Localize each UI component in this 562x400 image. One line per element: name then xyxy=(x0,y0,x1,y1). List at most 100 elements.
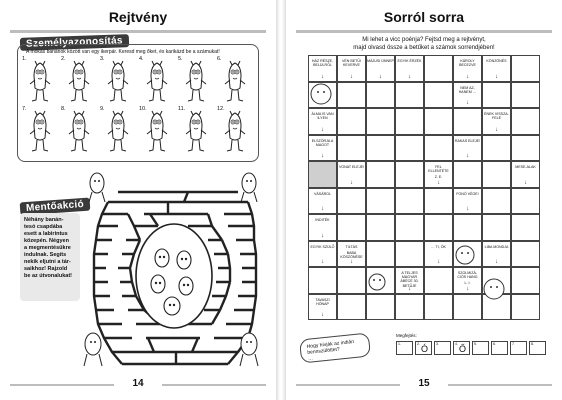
solution-box[interactable]: 8. xyxy=(529,341,546,355)
answer-cell[interactable] xyxy=(337,108,366,135)
answer-cell[interactable] xyxy=(308,161,337,188)
answer-cell[interactable] xyxy=(511,240,540,267)
clue-text: KÖNZÖNÉS xyxy=(486,59,507,63)
solution-box[interactable]: 1. xyxy=(396,341,413,355)
clue-cell: ÁLMA IS VAN ILYEN↓ xyxy=(308,108,337,135)
banana-figure[interactable]: 5. xyxy=(178,56,208,102)
banana-figure[interactable]: 6. xyxy=(217,56,247,102)
banana-character-icon xyxy=(29,60,51,102)
answer-cell[interactable] xyxy=(424,293,453,320)
clue-text: Z. E. xyxy=(434,175,443,180)
answer-cell[interactable] xyxy=(511,81,540,108)
answer-cell[interactable] xyxy=(453,214,482,241)
answer-cell[interactable] xyxy=(395,214,424,241)
answer-cell[interactable] xyxy=(424,214,453,241)
answer-cell[interactable] xyxy=(511,214,540,241)
answer-cell[interactable] xyxy=(308,267,337,294)
answer-cell[interactable] xyxy=(337,134,366,161)
answer-cell[interactable] xyxy=(424,55,453,82)
answer-cell[interactable] xyxy=(511,187,540,214)
solution-box[interactable]: 2.Ó xyxy=(415,341,432,355)
answer-cell[interactable] xyxy=(424,187,453,214)
figure-number: 10. xyxy=(139,106,147,112)
answer-cell[interactable] xyxy=(337,293,366,320)
answer-cell[interactable] xyxy=(453,108,482,135)
answer-cell[interactable] xyxy=(395,293,424,320)
answer-cell[interactable] xyxy=(337,267,366,294)
answer-cell[interactable] xyxy=(395,240,424,267)
answer-cell[interactable] xyxy=(424,81,453,108)
banana-figure[interactable]: 9. xyxy=(100,106,130,152)
answer-cell[interactable] xyxy=(395,187,424,214)
answer-cell[interactable] xyxy=(511,134,540,161)
answer-cell[interactable] xyxy=(366,187,395,214)
right-page: Sorról sorra Mi lehet a vicc poénja? Fej… xyxy=(286,0,562,400)
maze-instruction-line: a megmentésükre xyxy=(24,245,71,251)
solution-box[interactable]: 6. xyxy=(491,341,508,355)
answer-cell[interactable] xyxy=(511,108,540,135)
banana-figure[interactable]: 12. xyxy=(217,106,247,152)
footer-divider xyxy=(162,384,266,386)
crossword-grid[interactable]: HÁZ RÉSZE, BELÜLRŐL↓VÉN BETŰI KEVERVE↓MÁ… xyxy=(308,55,540,320)
solution-index: 6. xyxy=(493,342,496,346)
clue-cell: LIBA MONDJA↓ xyxy=(482,240,511,267)
banana-figure[interactable]: 1. xyxy=(22,56,52,102)
answer-cell[interactable] xyxy=(366,214,395,241)
answer-cell[interactable] xyxy=(337,214,366,241)
answer-cell[interactable] xyxy=(482,214,511,241)
solution-box[interactable]: 4.Ő xyxy=(453,341,470,355)
clue-text: FEL ELLENTÉTE xyxy=(428,165,449,174)
clue-cell: TAVASZI HÓNAP↓ xyxy=(308,293,337,320)
answer-cell[interactable] xyxy=(511,55,540,82)
puzzle-instruction-line: Mi lehet a vicc poénja? Fejtsd meg a rej… xyxy=(362,37,486,43)
answer-cell[interactable] xyxy=(395,161,424,188)
clue-cell: EGYIK ÉRZÉK↓ xyxy=(395,55,424,82)
answer-cell[interactable] xyxy=(337,187,366,214)
answer-cell[interactable] xyxy=(366,134,395,161)
answer-cell[interactable] xyxy=(482,187,511,214)
answer-cell[interactable] xyxy=(366,161,395,188)
banana-character-icon xyxy=(107,60,129,102)
clue-picture-icon xyxy=(310,83,332,105)
answer-cell[interactable] xyxy=(366,293,395,320)
answer-cell[interactable] xyxy=(337,81,366,108)
labyrinth[interactable] xyxy=(88,180,258,372)
banana-character-icon xyxy=(146,60,168,102)
answer-cell[interactable] xyxy=(395,134,424,161)
answer-cell[interactable] xyxy=(366,108,395,135)
clue-cell: KÁROLY BECEZVE↓ xyxy=(453,55,482,82)
banana-figure[interactable]: 10. xyxy=(139,106,169,152)
banana-figure[interactable]: 8. xyxy=(61,106,91,152)
answer-cell[interactable] xyxy=(453,161,482,188)
puzzle-instruction: Mi lehet a vicc poénja? Fejtsd meg a rej… xyxy=(286,36,562,52)
arrow-down-icon: ↓ xyxy=(321,312,324,318)
answer-cell[interactable] xyxy=(453,293,482,320)
banana-figure[interactable]: 2. xyxy=(61,56,91,102)
answer-cell[interactable] xyxy=(424,267,453,294)
answer-cell[interactable] xyxy=(511,267,540,294)
answer-cell[interactable] xyxy=(511,293,540,320)
clue-text: MESE-ALAK xyxy=(515,165,536,169)
answer-cell[interactable] xyxy=(395,108,424,135)
answer-cell[interactable] xyxy=(424,134,453,161)
solution-box[interactable]: 3. xyxy=(434,341,451,355)
clue-cell: HÁZ RÉSZE, BELÜLRŐL ↓ xyxy=(308,55,337,82)
banana-figure[interactable]: 11. xyxy=(178,106,208,152)
solution-box[interactable]: 7. xyxy=(510,341,527,355)
answer-cell[interactable] xyxy=(395,81,424,108)
answer-cell[interactable] xyxy=(482,134,511,161)
clue-text: HÁZ RÉSZE, BELÜLRŐL xyxy=(311,59,334,68)
clue-text: TILTÁS xyxy=(345,244,358,249)
answer-cell[interactable] xyxy=(424,108,453,135)
banana-figure[interactable]: 4. xyxy=(139,56,169,102)
answer-cell[interactable] xyxy=(366,240,395,267)
solution-box[interactable]: 5. xyxy=(472,341,489,355)
answer-cell[interactable] xyxy=(482,161,511,188)
clue-picture-icon xyxy=(368,273,386,291)
banana-figure[interactable]: 3. xyxy=(100,56,130,102)
answer-cell[interactable] xyxy=(366,81,395,108)
arrow-down-icon: ↓ xyxy=(321,73,324,80)
banana-figure[interactable]: 7. xyxy=(22,106,52,152)
answer-cell[interactable] xyxy=(482,81,511,108)
